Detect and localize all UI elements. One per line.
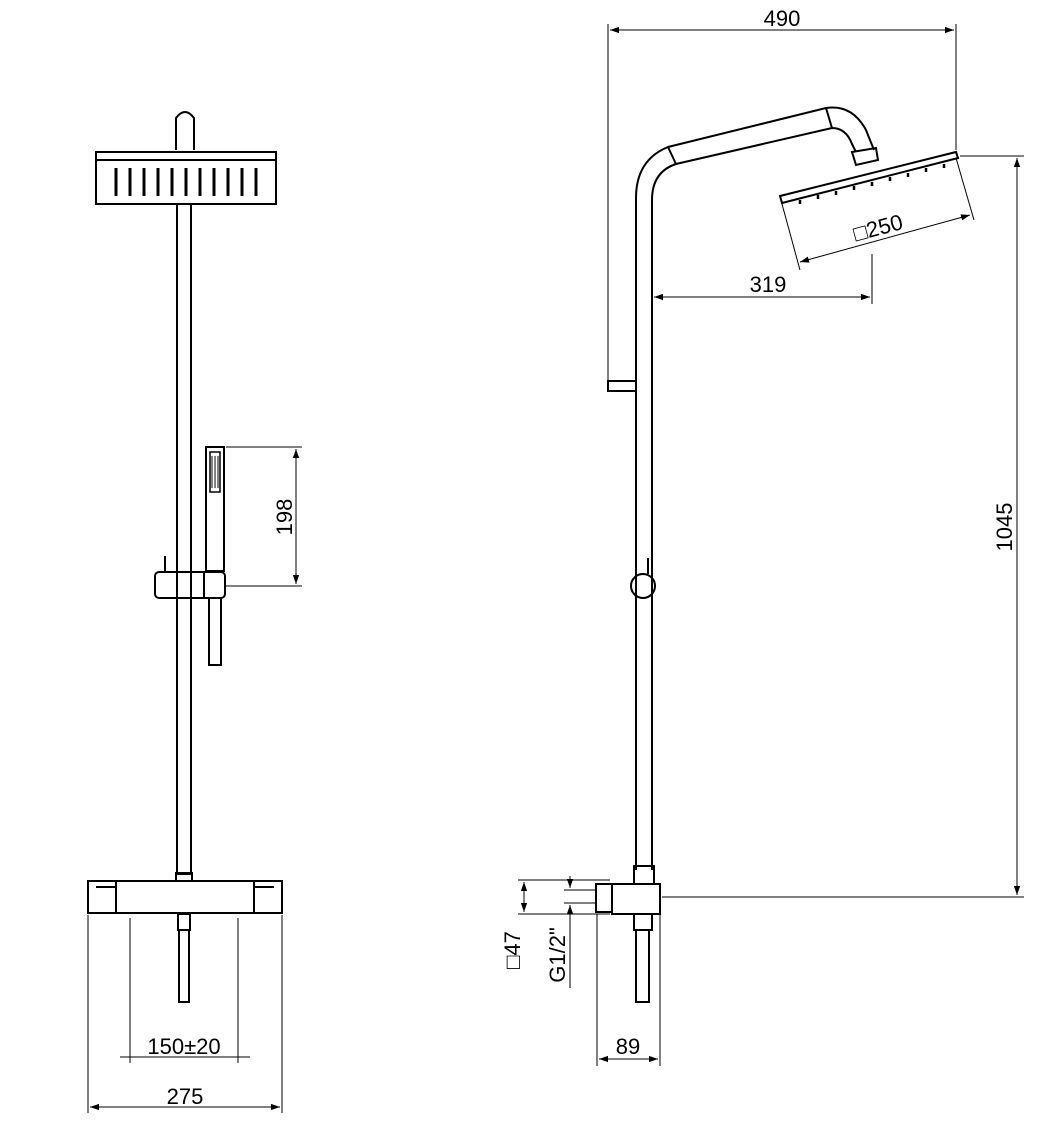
dim-275-label: 275 (167, 1084, 204, 1109)
head-nozzles-side (798, 164, 946, 204)
front-view-dimensions (87, 446, 302, 1113)
dim-g12-label: G1/2" (545, 927, 570, 983)
top-cap (175, 111, 195, 150)
dim-319-label: 319 (750, 272, 787, 297)
dim-1045-label: 1045 (992, 503, 1017, 552)
side-view-dimensions (518, 24, 1024, 1066)
wall-bracket-side (607, 380, 637, 392)
dim-47-label: □47 (500, 931, 525, 969)
head-connector (850, 146, 880, 167)
thermostat-body-side (611, 883, 661, 915)
outlet-pipe-side (635, 929, 650, 1003)
shower-head-nozzles (114, 168, 258, 196)
dim-150-label: 150±20 (147, 1034, 220, 1059)
dim-490-label: 490 (764, 6, 801, 31)
wall-inlet-side (595, 883, 613, 913)
outlet-pipe-front (177, 913, 191, 931)
thermostat-front (87, 880, 283, 914)
front-view (87, 111, 283, 1003)
side-view (595, 106, 960, 1003)
shower-head-side (778, 150, 960, 205)
dim-89-label: 89 (616, 1034, 640, 1059)
riser-pipe-front (176, 203, 192, 875)
slider-knob-side (630, 573, 656, 599)
riser-arm-inner (651, 126, 857, 870)
riser-arm-outer (635, 106, 875, 870)
hose-front (208, 597, 222, 666)
dim-198-label: 198 (272, 499, 297, 536)
